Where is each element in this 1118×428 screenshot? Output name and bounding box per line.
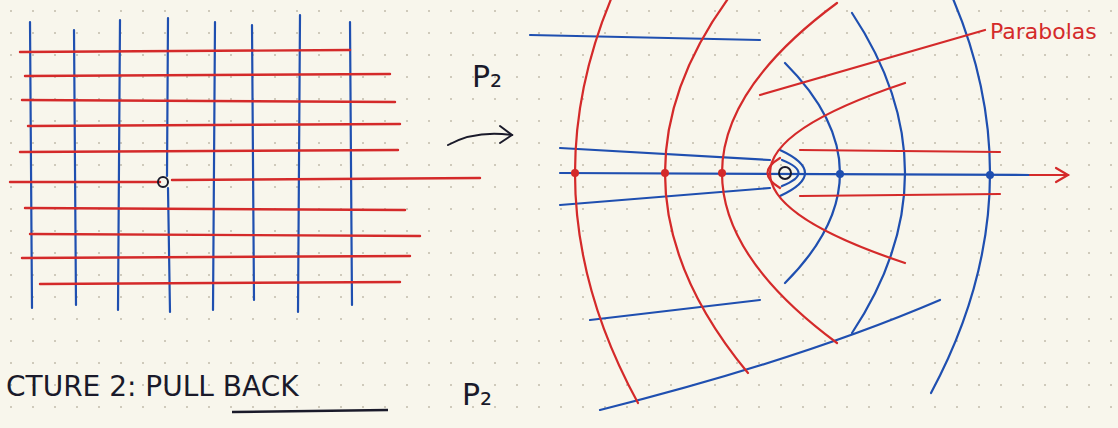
parabola xyxy=(722,3,837,343)
grid-line xyxy=(20,50,350,52)
red-line xyxy=(800,150,1000,152)
map-arrow xyxy=(448,126,512,145)
grid-line xyxy=(22,256,410,258)
parabola xyxy=(780,150,805,196)
curve-note: Parabolas xyxy=(990,20,1097,44)
grid-line xyxy=(28,124,400,126)
red-line xyxy=(760,30,985,95)
grid-line xyxy=(168,188,170,312)
grid-line xyxy=(25,208,405,210)
axis xyxy=(1030,174,1068,176)
underline xyxy=(232,410,388,412)
dot xyxy=(571,169,579,177)
map-name: P₂ xyxy=(472,60,502,93)
axis-dots xyxy=(571,169,994,179)
grid-line xyxy=(30,234,420,236)
dot xyxy=(986,171,994,179)
dot xyxy=(836,170,844,178)
grid-line xyxy=(350,22,352,305)
grid-line xyxy=(252,25,254,300)
parabola xyxy=(665,0,748,373)
grid-line xyxy=(40,282,400,284)
origin-circle xyxy=(158,177,168,187)
parabola xyxy=(575,0,638,403)
blue-line xyxy=(600,300,940,410)
vertical-grid-lines xyxy=(30,15,352,312)
map-name: P₂ xyxy=(462,378,492,411)
grid-line xyxy=(298,15,300,312)
blue-line xyxy=(590,300,760,320)
grid-line xyxy=(172,178,480,180)
arrow-shaft xyxy=(448,134,512,145)
grid-line xyxy=(22,100,395,102)
dot xyxy=(718,169,726,177)
horizontal-grid-lines xyxy=(10,50,480,284)
grid-line xyxy=(30,22,32,308)
origin-circle xyxy=(779,167,791,179)
arrowhead xyxy=(500,126,512,143)
red-parabolas xyxy=(575,0,1068,403)
blue-line xyxy=(530,35,760,40)
parabola xyxy=(785,63,840,283)
arrowhead xyxy=(1056,168,1068,182)
grid-line xyxy=(74,30,76,305)
parabola xyxy=(931,0,990,393)
parabola xyxy=(770,83,905,263)
axis xyxy=(560,173,1030,175)
grid-line xyxy=(20,150,398,152)
grid-line xyxy=(213,22,215,310)
grid-line xyxy=(10,181,160,183)
dot xyxy=(661,169,669,177)
grid-line xyxy=(118,20,120,310)
blue-curves xyxy=(530,0,1030,410)
section-heading: CTURE 2: PULL BACK xyxy=(6,372,299,403)
grid-line xyxy=(25,74,390,76)
red-line xyxy=(800,194,1000,196)
